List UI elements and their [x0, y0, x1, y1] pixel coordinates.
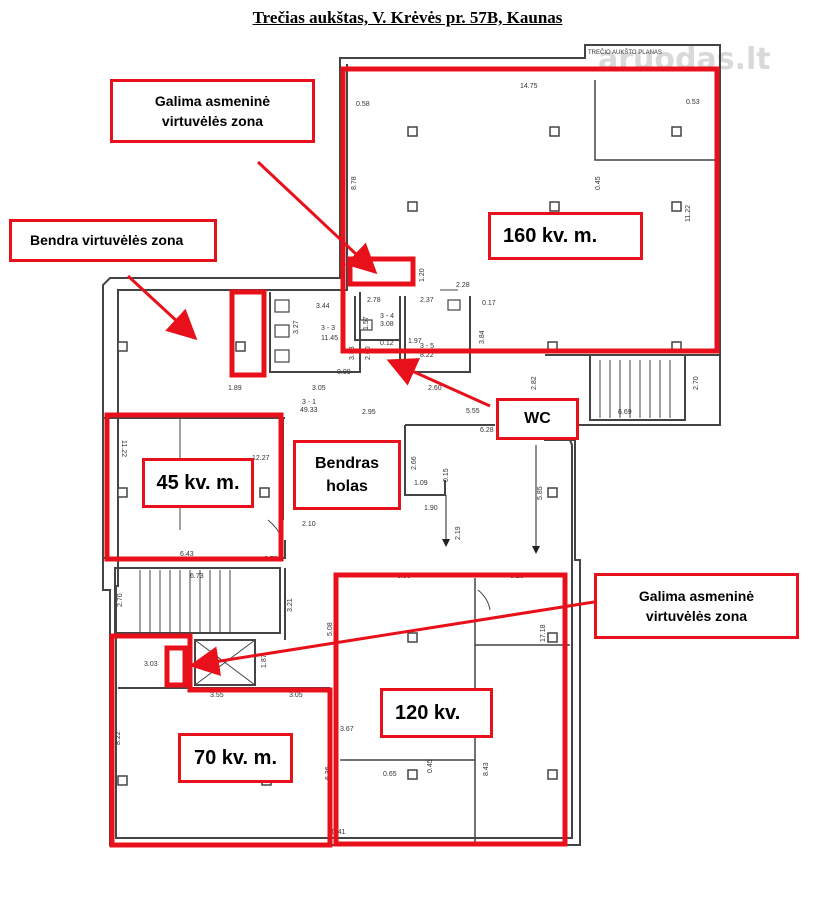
dim-label: 3.55: [210, 692, 224, 699]
callout-area-120: 120 kv.: [380, 688, 493, 738]
dim-label: 12.27: [252, 455, 270, 462]
dim-label: 1.57: [363, 316, 370, 330]
dim-label: 2.95: [362, 409, 376, 416]
dim-label: 2.82: [531, 376, 538, 390]
callout-area-45-text: 45 kv. m.: [156, 471, 240, 494]
dim-label: 5.85: [537, 486, 544, 500]
dim-label: 3 - 1: [302, 399, 316, 406]
dim-label: 5.08: [327, 622, 334, 636]
dim-label: 2.10: [302, 521, 316, 528]
callout-private-kitchen-right-text: Galima asmeninė virtuvėlės zona: [638, 587, 755, 624]
highlight-zones: [104, 66, 720, 848]
dim-label: 0.45: [427, 759, 434, 773]
dim-label: 0.12: [380, 340, 394, 347]
callout-area-120-text: 120 kv.: [395, 701, 461, 724]
callout-private-kitchen-top: Galima asmeninė virtuvėlės zona: [110, 79, 315, 143]
arrow-shared-kitchen: [126, 274, 198, 341]
dim-label: 6.73: [190, 573, 204, 580]
dim-label: 3.03: [144, 661, 158, 668]
callout-area-160: 160 kv. m.: [488, 212, 643, 260]
dim-label: 1.89: [228, 385, 242, 392]
dim-label: 17.18: [540, 624, 547, 642]
dim-label: 8.22: [115, 731, 122, 745]
callout-private-kitchen-top-text: Galima asmeninė virtuvėlės zona: [154, 92, 271, 129]
callout-area-160-text: 160 kv. m.: [503, 224, 598, 247]
dim-label: 2.28: [456, 282, 470, 289]
callout-wc-text: WC: [524, 410, 551, 428]
dim-label: 3.21: [287, 598, 294, 612]
zone-70: [109, 633, 333, 848]
dim-label: 1.20: [419, 268, 426, 282]
dim-label: 3 - 3: [321, 325, 335, 332]
shared-kitchen-zone: [229, 289, 267, 378]
dim-label: 6.43: [180, 551, 194, 558]
dim-label: 2.37: [420, 297, 434, 304]
dim-label: 0.53: [686, 99, 700, 106]
dim-label: 0.15: [443, 468, 450, 482]
zone-160: [340, 66, 720, 354]
arrow-wc: [386, 358, 491, 408]
arrow-private-kitchen-top: [256, 160, 378, 275]
dim-label: 6.69: [618, 409, 632, 416]
dim-label: 2.19: [455, 526, 462, 540]
dim-label: 3.27: [293, 320, 300, 334]
dim-label: 8.22: [420, 352, 434, 359]
dim-label: 6.28: [480, 427, 494, 434]
dim-label: 11.45: [321, 335, 338, 342]
dim-label: 3.05: [312, 385, 326, 392]
dim-label: 2.60: [428, 385, 442, 392]
callout-area-70-text: 70 kv. m.: [193, 746, 278, 769]
callout-wc: WC: [496, 398, 579, 440]
dim-label: 3.67: [340, 726, 354, 733]
callout-common-hall: Bendras holas: [293, 440, 401, 510]
dim-label: 3 - 5: [420, 343, 434, 350]
dim-label: 3 - 4: [380, 313, 394, 320]
plan-title: Trečias aukštas, V. Krėvės pr. 57B, Kaun…: [252, 8, 563, 27]
dim-label: 5.55: [466, 408, 480, 415]
dim-label: 3.84: [479, 330, 486, 344]
dim-label: 11.22: [120, 440, 127, 457]
dim-label: 3.08: [380, 321, 394, 328]
callout-shared-kitchen: Bendra virtuvėlės zona: [9, 219, 217, 262]
callout-area-45: 45 kv. m.: [142, 458, 254, 508]
dim-label: 1.90: [424, 505, 438, 512]
structural-columns: [117, 126, 682, 786]
plan-header-label: TREČIO AUKŠTO PLANAS: [588, 49, 662, 56]
arrow-private-kitchen-bottom: [189, 600, 595, 677]
dim-label: 8.43: [483, 762, 490, 776]
callout-private-kitchen-right: Galima asmeninė virtuvėlės zona: [594, 573, 799, 639]
dim-label: 8.78: [351, 176, 358, 190]
dim-label: 0.65: [383, 771, 397, 778]
dim-label: 2.70: [693, 376, 700, 390]
dim-label: 0.58: [356, 101, 370, 108]
zone-45: [104, 412, 284, 562]
dim-label: 1.09: [414, 480, 428, 487]
dim-label: 1.87: [261, 654, 268, 668]
dim-label: 0.45: [595, 176, 602, 190]
private-kitchen-zone-bottom: [164, 645, 188, 688]
toilet-fixtures: [274, 299, 461, 363]
dim-label: 2.78: [367, 297, 381, 304]
dim-label: 3.44: [316, 303, 330, 310]
dim-label: 1.97: [408, 338, 422, 345]
callout-common-hall-text: Bendras holas: [314, 454, 380, 495]
dim-label: 0.17: [482, 300, 496, 307]
zone-120: [333, 572, 568, 847]
dim-label: 3.05: [289, 692, 303, 699]
dim-label: 49.33: [300, 407, 318, 414]
dim-label: 2.66: [411, 456, 418, 470]
dim-label: 11.22: [685, 205, 692, 222]
dim-label: 0.99: [337, 369, 351, 376]
dim-label: 14.75: [520, 83, 538, 90]
callout-area-70: 70 kv. m.: [178, 733, 293, 783]
private-kitchen-zone-top: [347, 256, 416, 287]
dim-label: 2.70: [117, 593, 124, 607]
callout-shared-kitchen-text: Bendra virtuvėlės zona: [30, 232, 184, 249]
callout-arrows: [126, 160, 595, 677]
